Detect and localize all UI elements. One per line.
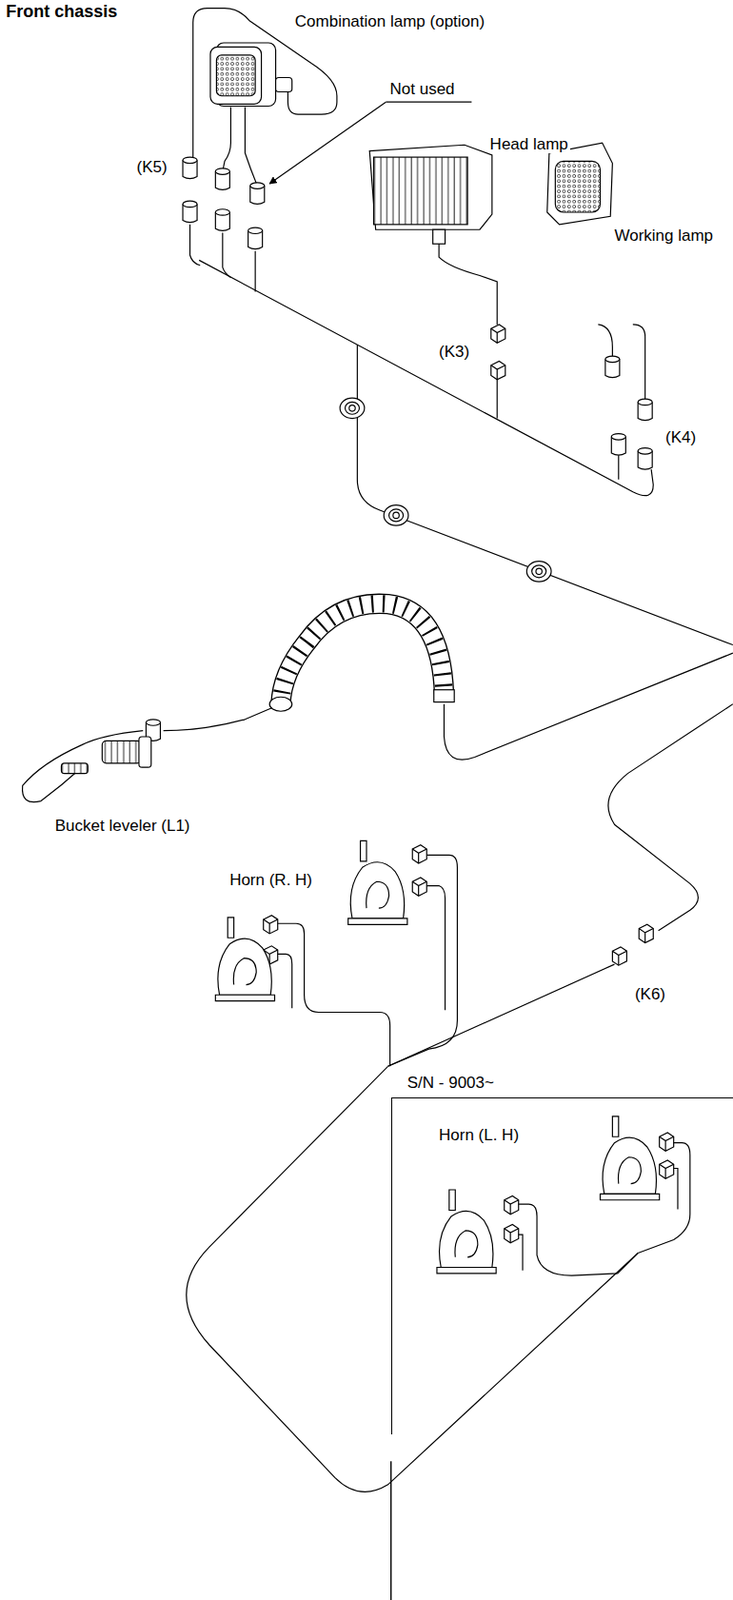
wire (255, 251, 257, 293)
connector (637, 398, 653, 421)
wire (222, 232, 232, 278)
wire (608, 704, 733, 932)
grommet (383, 505, 409, 526)
connector (215, 168, 230, 191)
horn (436, 1189, 496, 1274)
horn (215, 917, 275, 1002)
combination-lamp (210, 42, 293, 106)
connector (412, 845, 427, 864)
wire (222, 107, 232, 173)
connector (182, 200, 198, 223)
leader-line (269, 101, 386, 184)
wire (163, 704, 281, 732)
conduit-outline (280, 603, 445, 704)
wire (244, 107, 258, 187)
connector (605, 356, 620, 378)
part-label: Combination lamp (option) (293, 12, 487, 32)
conduit-end (434, 690, 455, 703)
wire (276, 923, 391, 1067)
connector (412, 877, 427, 896)
connector (215, 209, 230, 232)
part-label: Bucket leveler (L1) (53, 816, 193, 836)
part-label: Working lamp (612, 226, 715, 246)
serial-range: S/N - 9003~ (405, 1073, 496, 1093)
connector (504, 1224, 519, 1243)
part-label: (K5) (135, 158, 170, 178)
part-label: Horn (L. H) (436, 1126, 521, 1146)
wire (416, 886, 446, 1011)
connector (250, 182, 265, 205)
wire (438, 242, 497, 325)
wire (198, 259, 654, 496)
connector (659, 1160, 674, 1179)
serial-panel: S/N - 9003~ (391, 1097, 733, 1435)
wire (388, 964, 615, 1067)
conduit-wrap (280, 603, 445, 704)
part-label: Head lamp (488, 135, 571, 155)
connector (248, 227, 263, 250)
wire (512, 1204, 638, 1276)
head-lamp (369, 144, 493, 244)
underline (385, 101, 472, 103)
connector (659, 1132, 674, 1151)
connector (182, 157, 198, 179)
connector (263, 915, 278, 934)
panel-border (390, 1461, 392, 1600)
wire (190, 224, 201, 266)
connector (638, 924, 654, 943)
wire (443, 653, 733, 760)
part-label: (K3) (436, 342, 472, 362)
wire (356, 344, 733, 645)
part-label: (K6) (633, 985, 668, 1005)
wire (186, 1066, 638, 1492)
page-title: Front chassis (3, 1, 119, 22)
horn (600, 1116, 660, 1201)
connector (491, 324, 506, 343)
connector (504, 1195, 519, 1214)
wire (496, 379, 498, 419)
part-label: (K4) (663, 428, 698, 448)
connector (637, 448, 653, 471)
connector (612, 947, 627, 966)
connector (491, 361, 506, 380)
wire (276, 953, 293, 1009)
grommet (339, 397, 365, 418)
working-lamp (547, 142, 614, 225)
conduit (280, 603, 445, 704)
conduit-end (269, 696, 293, 712)
wire (617, 455, 619, 480)
grommet (526, 561, 552, 582)
wire (193, 8, 337, 164)
connector (611, 434, 626, 456)
proximity-sensor (22, 731, 152, 803)
part-label: Horn (R. H) (227, 871, 315, 891)
part-label: Not used (388, 79, 457, 100)
horn (348, 840, 408, 925)
